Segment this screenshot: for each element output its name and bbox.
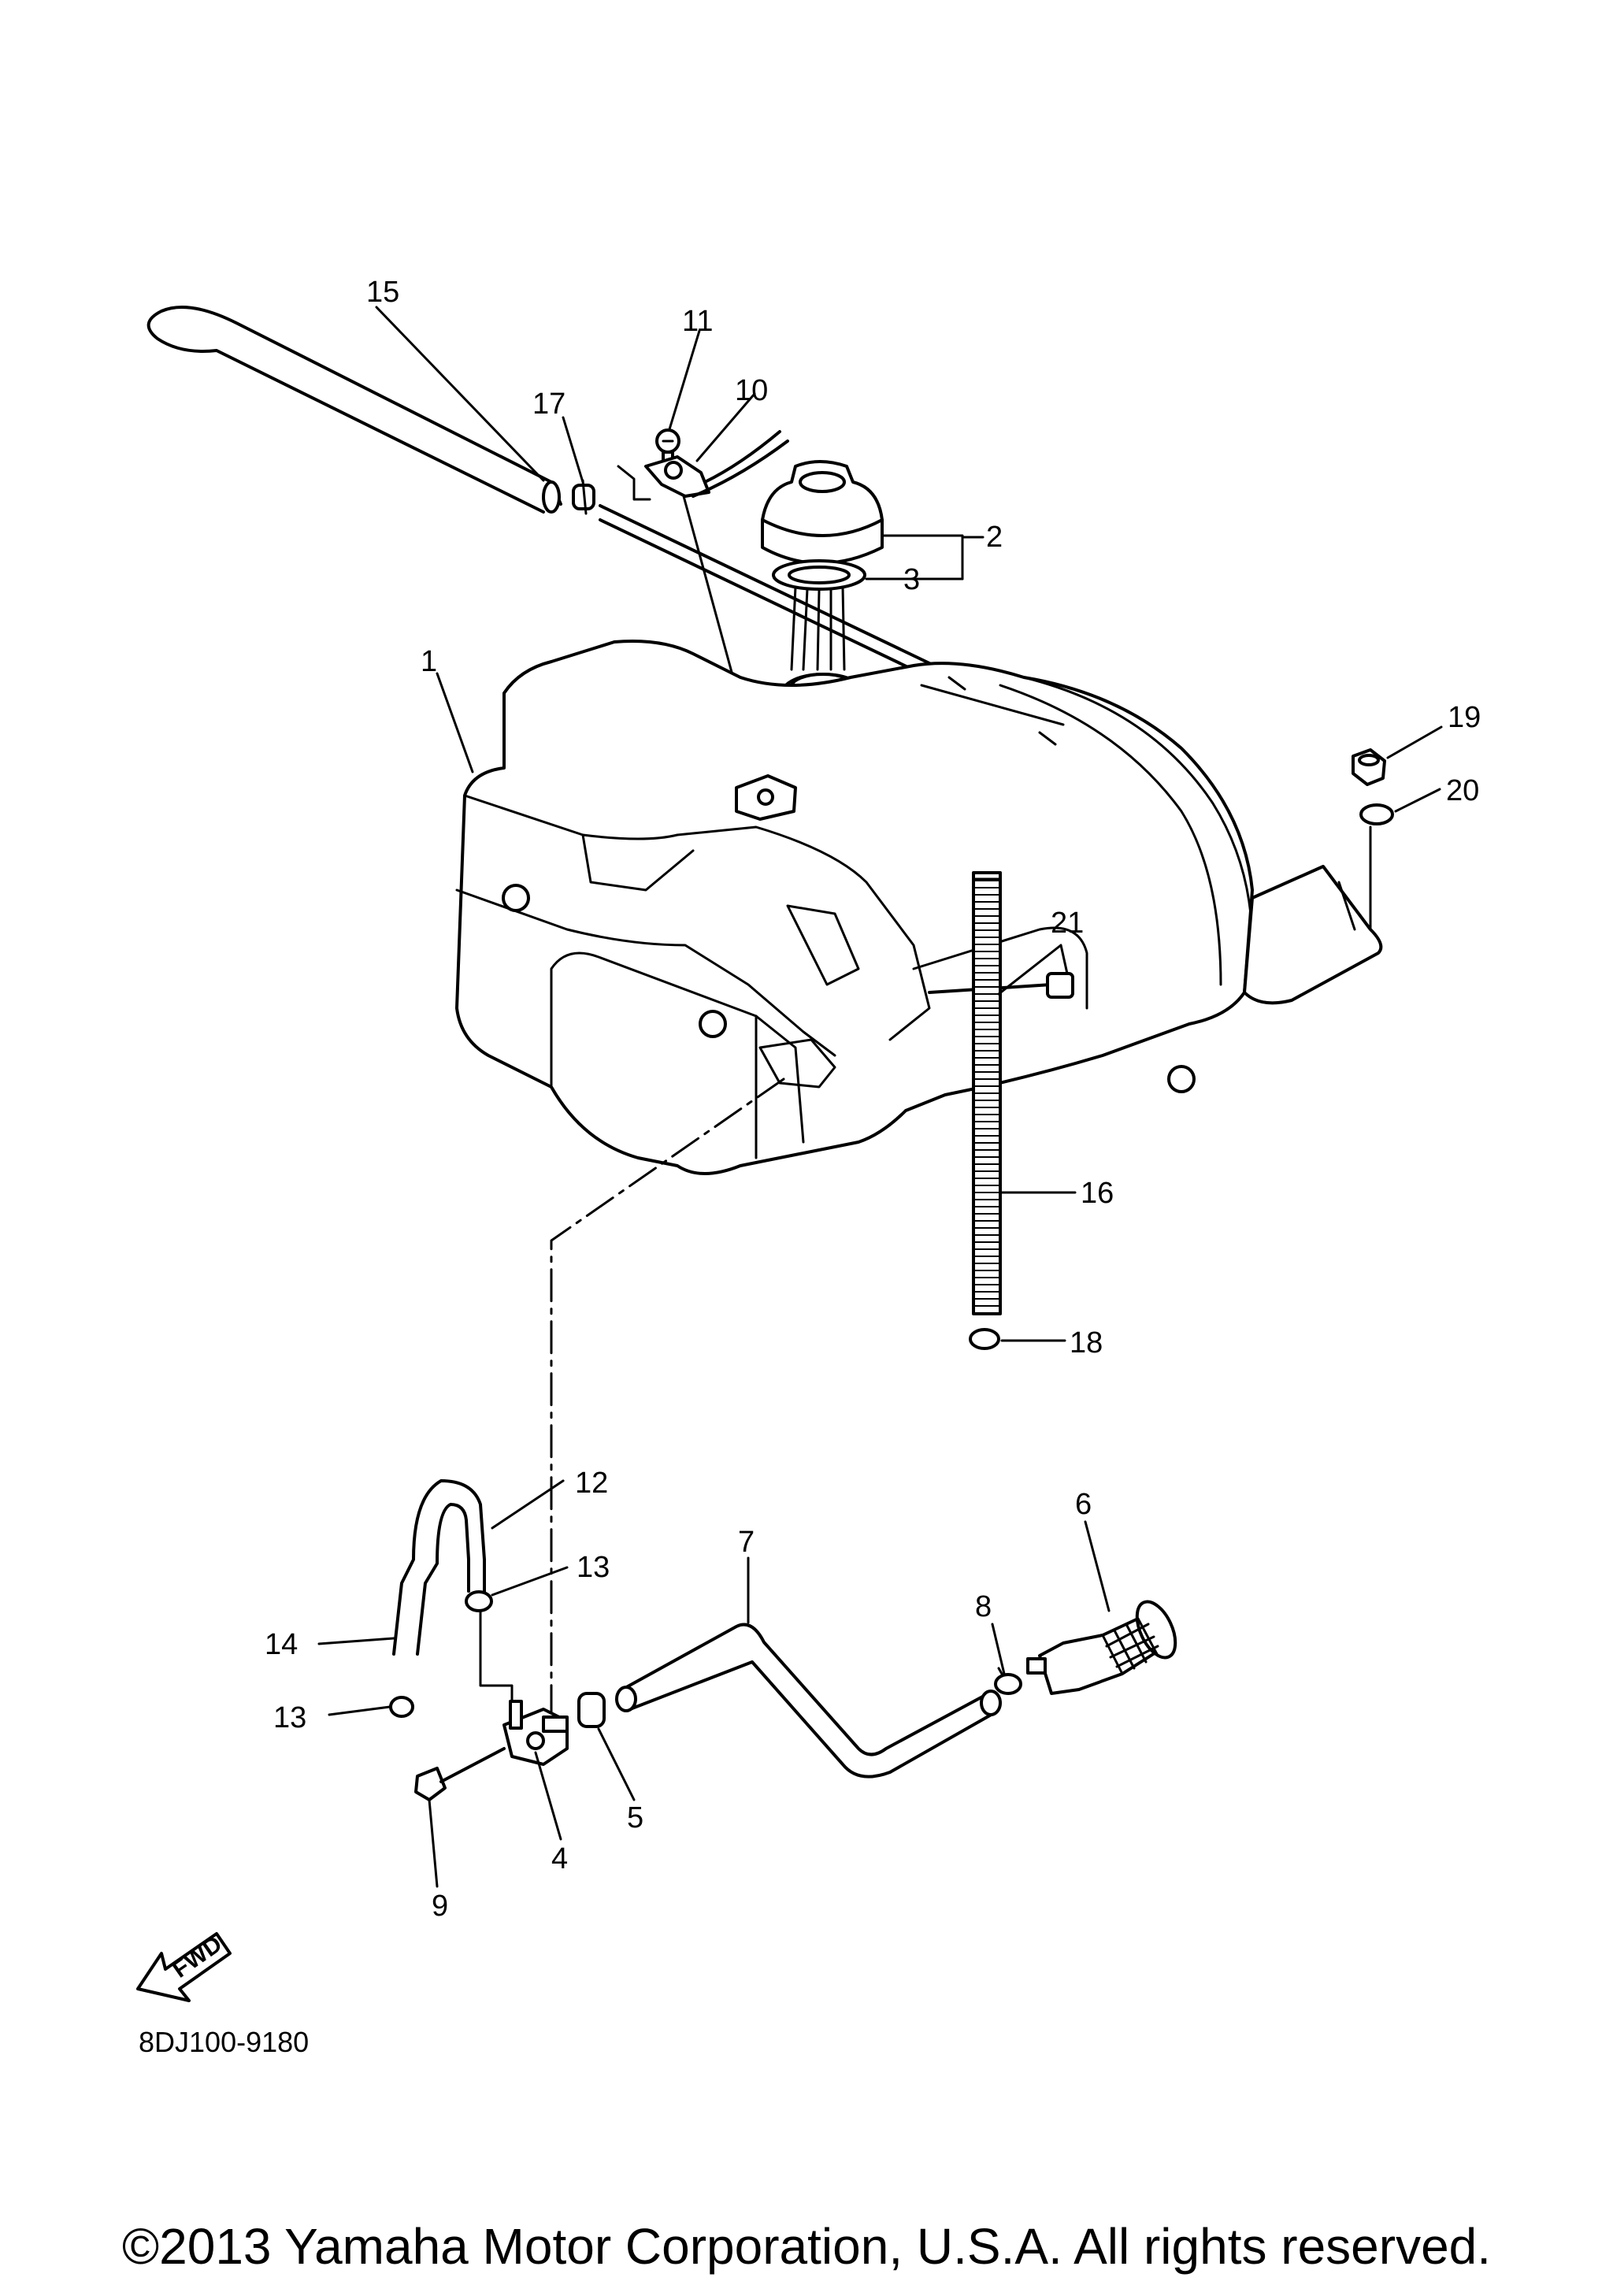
callout-18: 18 [1070,1326,1103,1359]
breather-hose-15 [146,306,562,514]
callout-20: 20 [1446,774,1479,807]
bolt-9 [414,1747,506,1801]
callout-4: 4 [551,1842,568,1875]
callout-3: 3 [903,563,920,596]
fwd-arrow-icon: FWD [136,1931,232,2002]
fuel-hose-7 [615,1623,1002,1779]
hose-clip-8 [994,1667,1022,1695]
callout-11: 11 [682,305,713,338]
nut-19 [1352,748,1386,786]
hose-clip-13-lower [389,1696,414,1718]
fuel-tank-1 [455,640,1383,1175]
callout-9: 9 [432,1890,448,1923]
callout-5: 5 [627,1801,643,1834]
hose-clip-13-upper [465,1590,493,1612]
hose-12 [467,1558,486,1593]
copyright-notice: ©2013 Yamaha Motor Corporation, U.S.A. A… [121,2218,1492,2275]
callout-13b: 13 [273,1701,306,1734]
fuel-cap-2 [761,460,884,565]
callout-6: 6 [1075,1488,1092,1521]
collar-5 [577,1692,606,1728]
callout-15: 15 [366,276,399,309]
cap-gasket-3 [772,559,866,591]
callout-14: 14 [265,1628,298,1661]
damper-20 [1359,803,1394,931]
hose-clip-17 [572,479,595,515]
callout-8: 8 [975,1590,992,1623]
corrugated-tube-16 [972,871,1002,1315]
breather-joint-10 [617,430,789,501]
callout-7: 7 [738,1526,755,1559]
callout-17: 17 [532,388,565,421]
leader-lines [317,306,1443,1888]
callout-13a: 13 [577,1551,610,1584]
callout-2: 2 [986,521,1003,554]
callout-10: 10 [735,374,768,407]
callout-21: 21 [1051,907,1084,940]
fuel-cock-4 [479,1609,569,1766]
assembly-line [550,1078,785,1734]
callout-labels: 1 2 3 4 5 6 7 8 9 10 11 12 13 13 14 15 1… [265,276,1481,1923]
hose-clip-18 [969,1328,1000,1350]
callout-1: 1 [421,645,437,678]
callout-16: 16 [1081,1177,1114,1210]
callout-19: 19 [1448,701,1481,734]
callout-12: 12 [575,1467,608,1500]
part-code: 8DJ100-9180 [139,2026,309,2058]
hose-14 [392,1479,486,1656]
tank-strap-21 [928,972,1074,999]
fuel-filter-6 [1026,1600,1177,1695]
